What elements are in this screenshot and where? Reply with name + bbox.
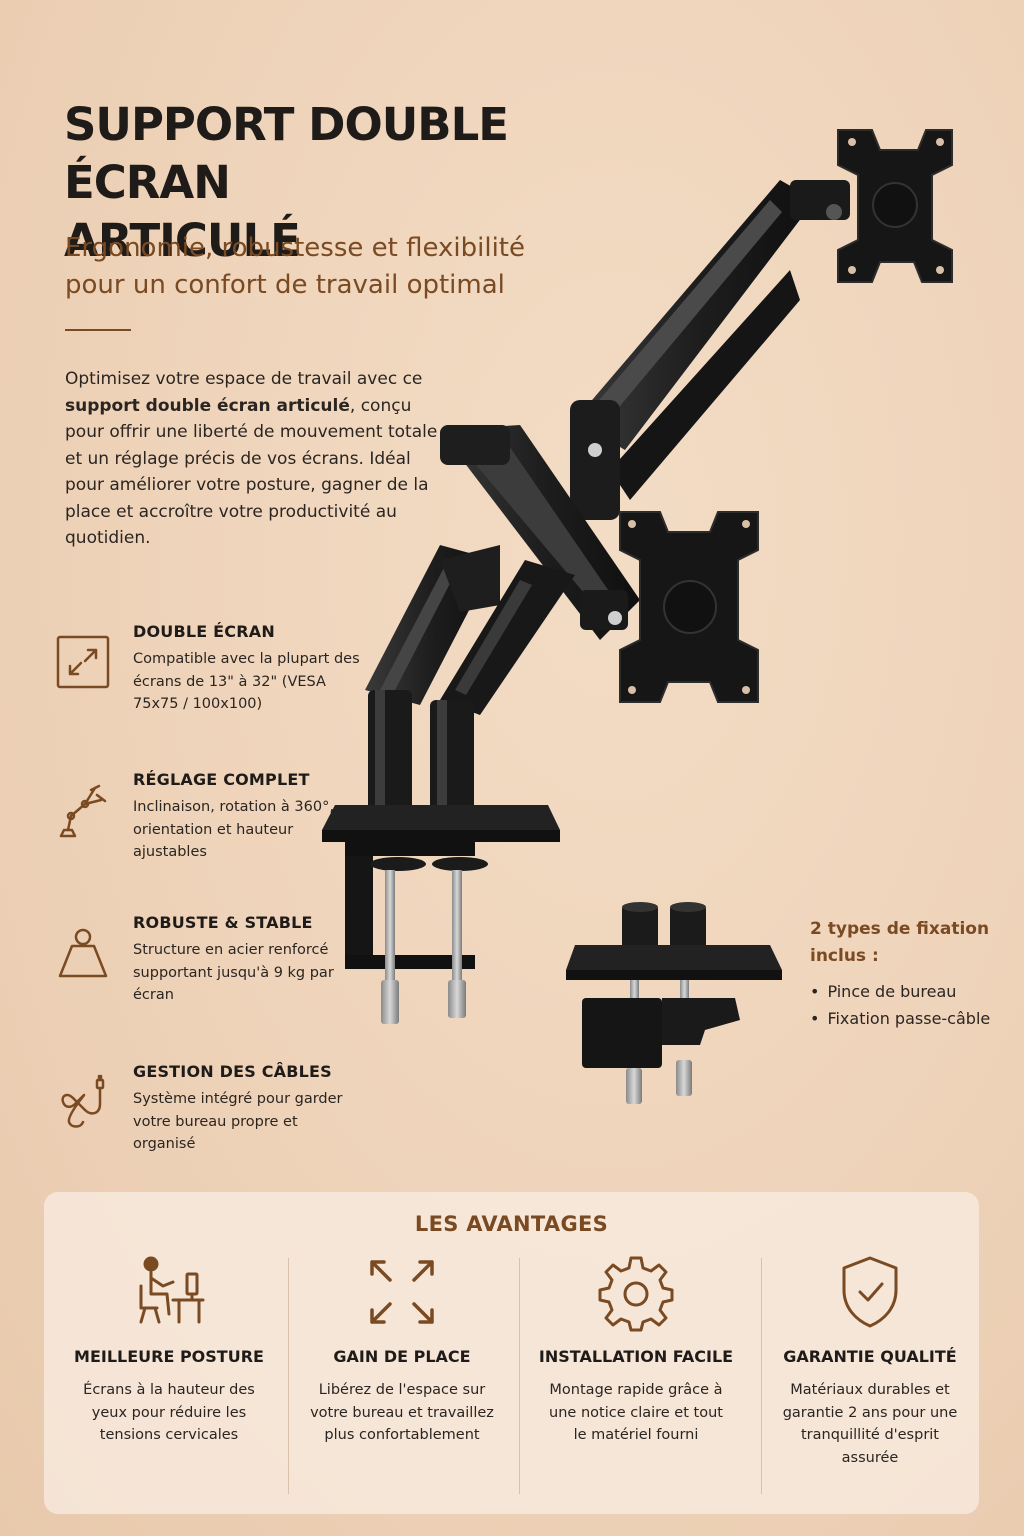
feature-description: Structure en acier renforcé supportant j… xyxy=(133,942,334,1003)
advantage-divider xyxy=(288,1258,289,1494)
advantage-description: Écrans à la hauteur des yeux pour réduir… xyxy=(83,1382,255,1443)
fixation-list: Pince de bureau Fixation passe-câble xyxy=(810,978,1010,1032)
advantage-description: Matériaux durables et garantie 2 ans pou… xyxy=(782,1382,958,1466)
advantage-divider xyxy=(761,1258,762,1494)
expand-arrows-icon xyxy=(362,1252,442,1332)
title-divider xyxy=(65,329,131,331)
feature-description: Système intégré pour garder votre bureau… xyxy=(133,1091,343,1152)
fixation-types-note: 2 types de fixation inclus : Pince de bu… xyxy=(810,916,1010,1032)
page-title: SUPPORT DOUBLE ÉCRAN ARTICULÉ xyxy=(64,96,624,270)
weight-icon xyxy=(55,925,111,981)
feature-title: DOUBLE ÉCRAN xyxy=(133,622,275,641)
expand-diagonal-icon xyxy=(55,634,111,690)
shield-check-icon xyxy=(830,1252,910,1332)
person-at-desk-icon xyxy=(129,1252,209,1332)
advantage-posture: MEILLEURE POSTURE Écrans à la hauteur de… xyxy=(52,1252,286,1502)
advantage-title: GARANTIE QUALITÉ xyxy=(783,1347,957,1366)
advantage-title: GAIN DE PLACE xyxy=(333,1347,471,1366)
gear-icon xyxy=(596,1252,676,1332)
advantage-title: INSTALLATION FACILE xyxy=(538,1347,734,1366)
fixation-item-passe-cable: Fixation passe-câble xyxy=(810,1005,1010,1032)
intro-text-end: , conçu pour offrir une liberté de mouve… xyxy=(65,395,438,549)
advantage-installation: INSTALLATION FACILE Montage rapide grâce… xyxy=(519,1252,753,1502)
title-line-1: SUPPORT DOUBLE ÉCRAN xyxy=(64,98,509,209)
advantage-gain-de-place: GAIN DE PLACE Libérez de l'espace sur vo… xyxy=(285,1252,519,1502)
subtitle-line-2: pour un confort de travail optimal xyxy=(65,270,505,300)
intro-text-start: Optimisez votre espace de travail avec c… xyxy=(65,369,423,389)
advantage-garantie: GARANTIE QUALITÉ Matériaux durables et g… xyxy=(753,1252,987,1502)
advantages-panel: LES AVANTAGES MEILLEURE POSTURE Écrans à… xyxy=(44,1192,979,1514)
subtitle-line-1: Ergonomie, robustesse et flexibilité xyxy=(65,233,525,263)
page-subtitle: Ergonomie, robustesse et flexibilité pou… xyxy=(65,230,585,304)
feature-title: GESTION DES CÂBLES xyxy=(133,1062,332,1081)
cable-icon xyxy=(55,1074,111,1130)
intro-paragraph: Optimisez votre espace de travail avec c… xyxy=(65,366,445,552)
advantages-title: LES AVANTAGES xyxy=(414,1212,609,1236)
advantage-title: MEILLEURE POSTURE xyxy=(74,1347,264,1366)
advantage-description: Libérez de l'espace sur votre bureau et … xyxy=(310,1382,494,1443)
advantage-description: Montage rapide grâce à une notice claire… xyxy=(549,1382,723,1443)
advantage-divider xyxy=(519,1258,520,1494)
feature-title: ROBUSTE & STABLE xyxy=(133,913,313,932)
feature-description: Inclinaison, rotation à 360°, orientatio… xyxy=(133,799,334,860)
fixation-heading: 2 types de fixation inclus : xyxy=(810,919,990,966)
feature-description: Compatible avec la plupart des écrans de… xyxy=(133,651,360,712)
feature-title: RÉGLAGE COMPLET xyxy=(133,770,310,789)
intro-text-bold: support double écran articulé xyxy=(65,395,350,416)
dual-monitor-arm-illustration xyxy=(322,129,953,1104)
fixation-item-pince: Pince de bureau xyxy=(810,978,1010,1005)
articulated-arm-icon xyxy=(55,782,111,838)
title-line-2: ARTICULÉ xyxy=(64,214,301,267)
